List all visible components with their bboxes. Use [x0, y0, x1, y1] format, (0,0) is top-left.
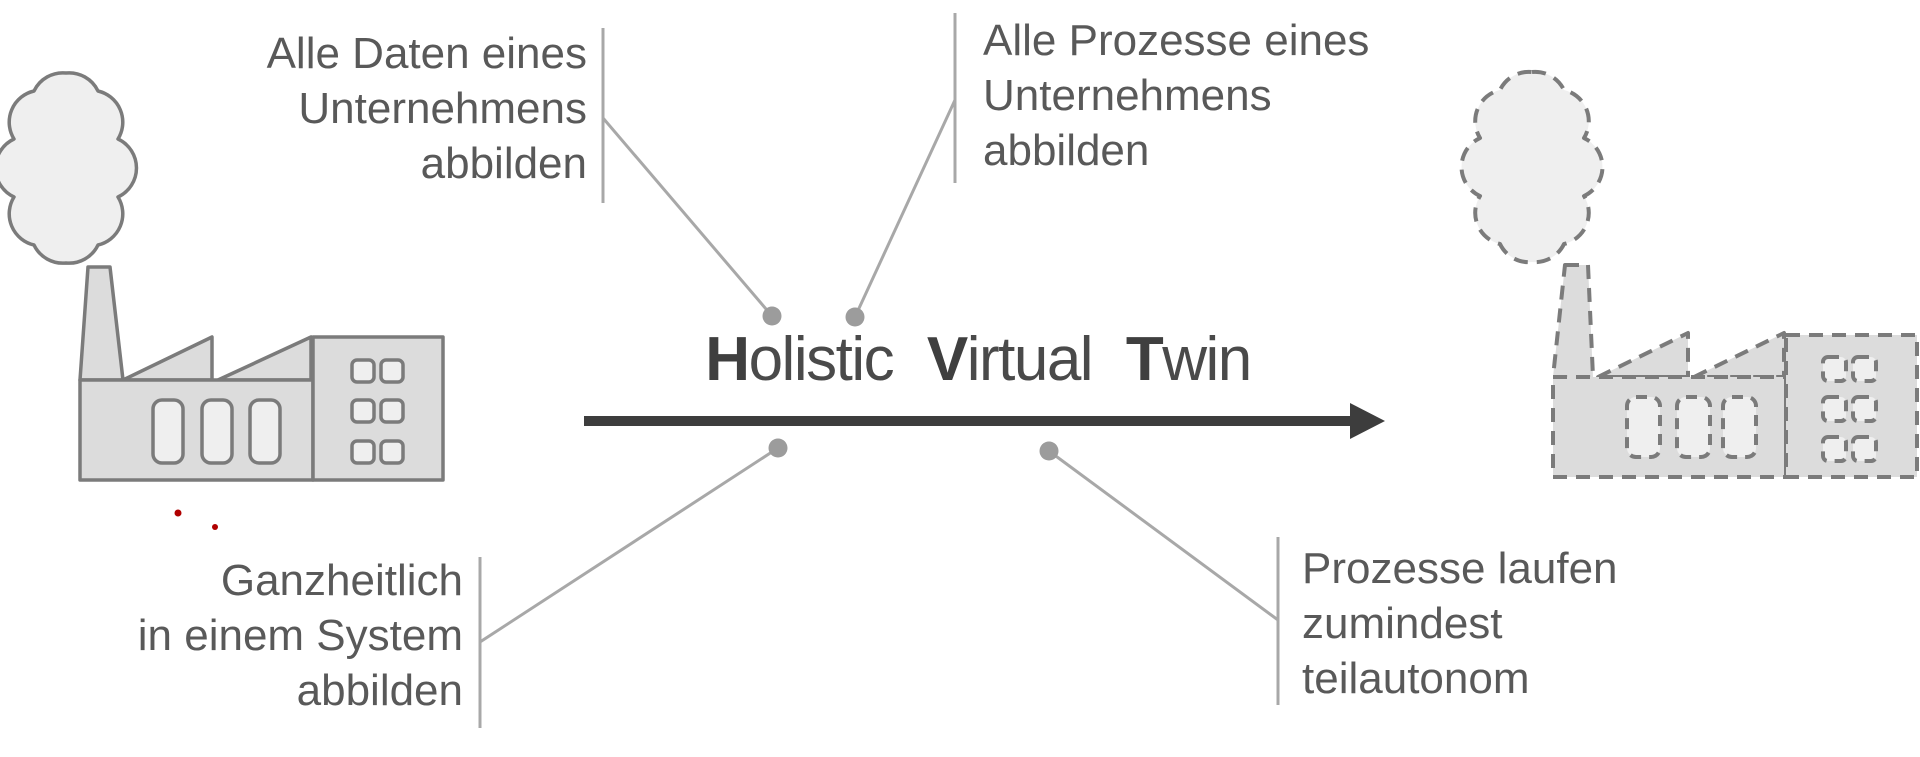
chimney	[78, 265, 125, 382]
tower-window-dashed	[1851, 355, 1878, 383]
roof-sawtooth	[121, 335, 214, 382]
tower-window	[379, 439, 405, 465]
connector-dot	[762, 306, 782, 326]
arrow-head-icon	[1350, 403, 1385, 439]
connector-dot	[1039, 441, 1059, 461]
hall-window	[200, 398, 234, 465]
title-rest: olistic	[748, 325, 895, 394]
roof-sawtooth-dashed	[1692, 331, 1786, 379]
tower-window-dashed	[1821, 395, 1848, 423]
title-initial: H	[705, 325, 750, 394]
callout-line: Unternehmens	[298, 84, 587, 133]
title-initial: T	[1125, 325, 1164, 394]
callout-line: zumindest	[1302, 599, 1503, 648]
factory-solid-icon	[0, 71, 445, 482]
red-dot-artifact	[212, 524, 218, 530]
callout-line: Alle Prozesse eines	[983, 16, 1370, 65]
callout-top-left: Alle Daten eines Unternehmens abbilden	[180, 26, 587, 191]
connector-dot	[845, 307, 865, 327]
smoke-cloud-dashed-icon	[1459, 69, 1605, 265]
title-word: Holistic	[705, 325, 895, 395]
tower-window-dashed	[1851, 435, 1878, 463]
title-rest: win	[1162, 325, 1252, 394]
hall-window-dashed	[1721, 395, 1758, 459]
callout-top-right: Alle Prozesse eines Unternehmens abbilde…	[983, 13, 1369, 178]
callout-line: abbilden	[296, 666, 463, 715]
callout-connector-bottom-left	[478, 438, 788, 728]
factory-tower	[311, 335, 445, 482]
smoke-cloud-icon	[0, 71, 139, 265]
connector-dot	[768, 438, 788, 458]
tower-window-dashed	[1821, 355, 1848, 383]
factory-dashed-icon	[1459, 69, 1919, 479]
callout-line: abbilden	[983, 126, 1150, 175]
hall-window	[248, 398, 282, 465]
tower-window	[350, 358, 376, 384]
hall-window-dashed	[1625, 395, 1662, 459]
callout-bottom-right: Prozesse laufen zumindest teilautonom	[1302, 541, 1618, 706]
callout-connector-top-right	[845, 13, 957, 327]
callout-line: Unternehmens	[983, 71, 1272, 120]
roof-sawtooth-dashed	[1596, 331, 1690, 379]
callout-line: Prozesse laufen	[1302, 544, 1618, 593]
callout-line: in einem System	[137, 611, 463, 660]
title-initial: V	[926, 325, 968, 394]
transformation-arrow	[584, 403, 1385, 439]
tower-window-dashed	[1821, 435, 1848, 463]
callout-line: Ganzheitlich	[220, 556, 463, 605]
roof-sawtooth	[216, 335, 313, 382]
tower-window	[350, 439, 376, 465]
chimney-dashed	[1551, 263, 1595, 379]
tower-window	[379, 398, 405, 424]
callout-line: Alle Daten eines	[266, 29, 587, 78]
hall-window-dashed	[1675, 395, 1712, 459]
page-title: Holistic Virtual Twin	[628, 325, 1328, 395]
callout-line: abbilden	[420, 139, 587, 188]
tower-window	[379, 358, 405, 384]
callout-bottom-left: Ganzheitlich in einem System abbilden	[83, 553, 463, 718]
callout-line: teilautonom	[1302, 654, 1530, 703]
title-rest: irtual	[966, 325, 1094, 394]
callout-connector-bottom-right	[1039, 441, 1280, 705]
title-word: Twin	[1125, 325, 1252, 395]
red-dot-artifact	[174, 509, 182, 517]
callout-connector-top-left	[601, 28, 782, 326]
tower-window-dashed	[1851, 395, 1878, 423]
tower-window	[350, 398, 376, 424]
title-word: Virtual	[926, 325, 1094, 395]
hall-window	[151, 398, 185, 465]
